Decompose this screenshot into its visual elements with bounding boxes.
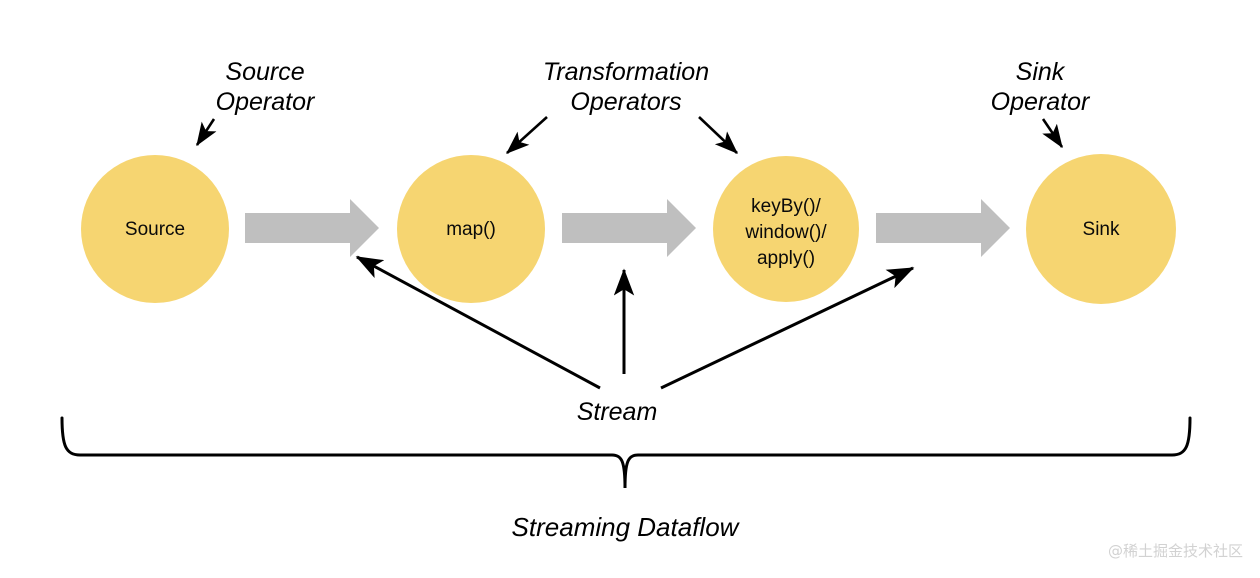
watermark-text: @稀土掘金技术社区 [1108,542,1243,560]
node-label-keyby-line2: window()/ [744,222,827,243]
stream-arrow-right [660,266,915,390]
stream-label: Stream [577,398,658,426]
node-circle-map[interactable] [397,155,545,303]
annotation-sink-operator: Sink Operator [991,58,1091,149]
dataflow-brace: Streaming Dataflow [60,416,1192,542]
node-circle-sink[interactable] [1026,154,1176,304]
node-label-keyby-line3: apply() [757,248,815,269]
flow-arrow-source-to-map [245,199,379,257]
operator-node-keyby[interactable]: keyBy()/ window()/ apply() [713,156,859,302]
stream-arrow-left [355,255,601,390]
operator-node-sink[interactable]: Sink [1026,154,1176,304]
operator-node-source[interactable]: Source [81,155,229,303]
annotation-arrow-transformation-to-keyby [698,116,738,154]
node-label-map: map() [446,219,496,240]
annotation-sink-operator-line1: Sink [1016,58,1066,86]
annotation-arrow-source-operator [195,118,217,147]
annotation-arrow-transformation-to-map [506,116,548,154]
flow-arrow-keyby-to-sink [876,199,1010,257]
node-label-keyby-line1: keyBy()/ [751,196,821,217]
annotation-sink-operator-line2: Operator [991,88,1091,116]
operator-node-map[interactable]: map() [397,155,545,303]
dataflow-label: Streaming Dataflow [512,512,741,542]
node-circle-keyby[interactable] [713,156,859,302]
annotation-transformation-operators-line1: Transformation [543,58,709,86]
annotation-source-operator: Source Operator [195,58,316,147]
annotation-source-operator-line1: Source [225,58,304,86]
node-circle-source[interactable] [81,155,229,303]
annotation-transformation-operators-line2: Operators [570,88,681,116]
flow-arrow-map-to-keyby [562,199,696,257]
annotation-source-operator-line2: Operator [216,88,316,116]
brace-path [60,416,1192,489]
node-label-source: Source [125,219,185,240]
flow-arrow-group [245,199,1010,257]
annotation-transformation-operators: Transformation Operators [506,58,738,154]
annotation-arrow-sink-operator [1041,118,1064,149]
node-label-sink: Sink [1083,219,1120,240]
stream-pointer-group: Stream [355,255,915,426]
